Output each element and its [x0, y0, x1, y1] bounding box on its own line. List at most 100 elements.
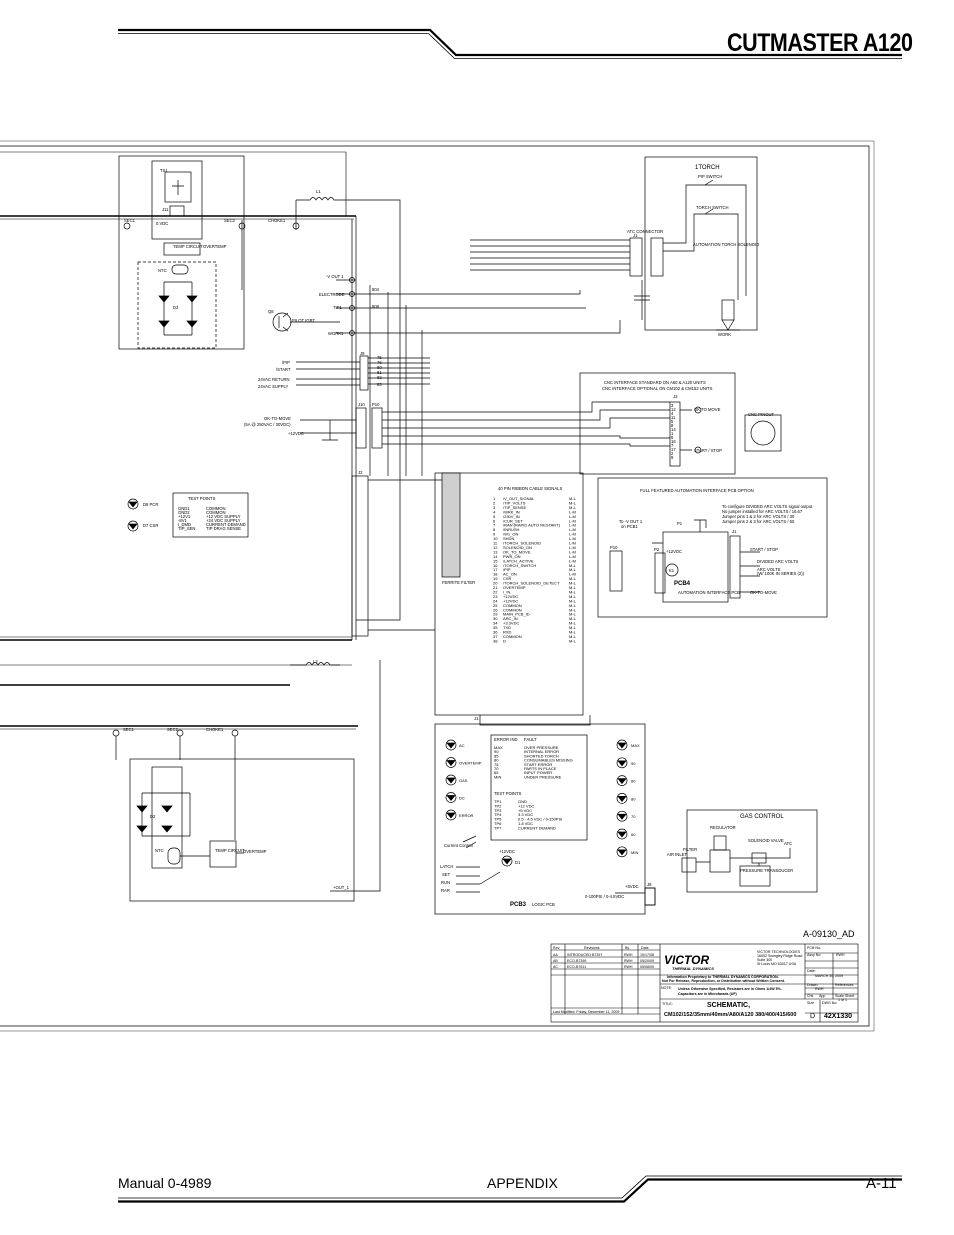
- svg-text:VICTOR: VICTOR: [664, 953, 709, 967]
- pcb3-error-indicator: 90: [494, 749, 499, 754]
- ribbon-signal-name: COMMON: [503, 603, 522, 608]
- svg-text:16052 Swingley Ridge Road: 16052 Swingley Ridge Road: [757, 954, 802, 958]
- svg-text:NOTE:: NOTE:: [661, 986, 672, 990]
- ribbon-pin-number: 35: [493, 625, 498, 630]
- ribbon-pin-number: 37: [493, 634, 498, 639]
- svg-text:COMMON: COMMON: [206, 510, 226, 515]
- pcb3-led-left-label: GAS: [459, 778, 468, 783]
- pcb3-error-fault: START ERROR: [524, 762, 552, 767]
- svg-text:PILOT IGBT: PILOT IGBT: [292, 318, 315, 323]
- pcb3-test-point-value: CURRENT DEMAND: [518, 825, 556, 830]
- ribbon-signal-direction: L-M: [569, 572, 576, 577]
- pcb3-test-point: TP6: [494, 821, 502, 826]
- svg-text:AA: AA: [553, 953, 558, 957]
- ribbon-signal-name: /TORCH_SOLENOID: [503, 541, 541, 546]
- pcb3-error-fault: INTERNAL ERROR: [524, 749, 559, 754]
- ribbon-signal-name: +12VDC: [503, 594, 518, 599]
- ribbon-pin-number: 8: [493, 527, 496, 532]
- svg-text:Size: Size: [807, 1001, 814, 1005]
- svg-text:3: 3: [671, 403, 674, 408]
- svg-text:D: D: [810, 1013, 815, 1020]
- svg-text:+12VDC: +12VDC: [666, 549, 682, 554]
- svg-text:804: 804: [372, 287, 380, 292]
- pcb3-error-indicator: 85: [494, 753, 499, 758]
- ribbon-signal-direction: L-M: [569, 558, 576, 563]
- svg-text:NTC: NTC: [158, 268, 167, 273]
- svg-text:24VAC SUPPLY: 24VAC SUPPLY: [258, 384, 289, 389]
- ribbon-signal-name: /W1_ON: [503, 532, 518, 537]
- svg-text:-8V1: -8V1: [178, 518, 188, 523]
- pcb3-led-right-diode: [617, 849, 627, 856]
- ribbon-pin-number: 11: [493, 541, 498, 546]
- svg-text:on PCB1: on PCB1: [621, 524, 638, 529]
- ribbon-signal-direction: M-L: [569, 500, 577, 505]
- svg-text:J9: J9: [360, 351, 365, 356]
- pcb3-test-point: TP7: [494, 825, 502, 830]
- svg-text:17: 17: [671, 447, 676, 452]
- svg-text:TIP_SEN: TIP_SEN: [178, 526, 195, 531]
- svg-text:LOGIC PCB: LOGIC PCB: [532, 902, 555, 907]
- ribbon-signal-direction: M-L: [569, 616, 577, 621]
- svg-text:+12V1: +12V1: [178, 514, 191, 519]
- pcb3-led-left-label: ERROR: [459, 813, 474, 818]
- svg-text:RUN: RUN: [441, 880, 450, 885]
- ribbon-signal-name: /V_OUT_SIGNAL: [503, 496, 535, 501]
- ribbon-signal-direction: M-L: [569, 594, 577, 599]
- svg-text:J10: J10: [358, 402, 365, 407]
- svg-text:GAS CONTROL: GAS CONTROL: [740, 814, 784, 820]
- svg-text:DWG No:: DWG No:: [822, 1001, 837, 1005]
- svg-text:Assy No:: Assy No:: [807, 953, 821, 957]
- svg-text:+12 VDC SUPPLY: +12 VDC SUPPLY: [206, 514, 241, 519]
- svg-text:(5A @ 250VAC / 30VDC): (5A @ 250VAC / 30VDC): [244, 422, 291, 427]
- pcb3-led-right-diode: [617, 742, 627, 749]
- ribbon-pin-number: 9: [493, 532, 496, 537]
- svg-text:75: 75: [377, 355, 382, 360]
- svg-text:VICTOR TECHNOLOGIES: VICTOR TECHNOLOGIES: [757, 950, 801, 954]
- ribbon-signal-direction: M-L: [569, 581, 577, 586]
- svg-text:I_DMD: I_DMD: [178, 522, 191, 527]
- ribbon-signal-direction: L-M: [569, 545, 576, 550]
- ribbon-pin-number: 30: [493, 616, 498, 621]
- ribbon-pin-number: 6: [493, 518, 496, 523]
- svg-text:TEMP CIRCUIT: TEMP CIRCUIT: [173, 244, 203, 249]
- svg-text:AC: AC: [553, 965, 558, 969]
- svg-text:0.VDC: 0.VDC: [156, 221, 168, 226]
- svg-text:OVERTEMP: OVERTEMP: [203, 244, 227, 249]
- svg-text:SOLENOID VALVE: SOLENOID VALVE: [748, 838, 784, 843]
- svg-text:CNC INTERFACE OPTIONAL ON CM10: CNC INTERFACE OPTIONAL ON CM102 & CM152 …: [602, 386, 713, 391]
- svg-text:ELECTRODE: ELECTRODE: [319, 292, 345, 297]
- ribbon-pin-number: 23: [493, 594, 498, 599]
- svg-text:SEC2: SEC2: [224, 218, 236, 223]
- svg-text:PCB4: PCB4: [674, 581, 691, 587]
- pcb3-led-left-diode: [446, 760, 456, 767]
- svg-text:J1: J1: [474, 716, 479, 721]
- lower-power-section: [0, 660, 381, 902]
- svg-text:SEC2: SEC2: [167, 727, 179, 732]
- ribbon-signal-name: AC_ON: [503, 572, 517, 577]
- svg-text:RAR: RAR: [441, 888, 450, 893]
- pcb4-labels: FULL FEATURED AUTOMATION INTERFACE PCB O…: [610, 488, 813, 595]
- svg-text:D8 PCR: D8 PCR: [143, 502, 158, 507]
- lower-labels: SEC1 SEC2 CHOKE1 L2 D2 NTC TEMP CIRCUIT …: [123, 659, 350, 890]
- pcb3-test-point-value: 1.8 VDC: [518, 821, 533, 826]
- pcb3-led-left-diode: [446, 742, 456, 749]
- ribbon-signal-direction: M-L: [569, 638, 577, 643]
- ribbon-signal-direction: M-L: [569, 603, 577, 608]
- svg-text:RWH: RWH: [815, 987, 824, 991]
- svg-text:By: By: [625, 946, 629, 950]
- svg-text:L2: L2: [313, 659, 318, 664]
- pcb3-led-left-label: AC: [459, 743, 465, 748]
- ribbon-signal-direction: M-L: [569, 607, 577, 612]
- svg-text:Jumper pins 1 & 2 for ARC VOLT: Jumper pins 1 & 2 for ARC VOLTS / 30: [722, 514, 795, 519]
- svg-text:PCB No:: PCB No:: [807, 946, 821, 950]
- svg-text:CNC INTERFACE STANDARD ON A60: CNC INTERFACE STANDARD ON A60 & A120 UNI…: [604, 380, 706, 385]
- pcb3-led-right-label: 80: [631, 796, 636, 801]
- drawing-border: [0, 140, 875, 1032]
- svg-text:1TORCH: 1TORCH: [695, 165, 720, 171]
- pcb3-error-indicator: MAX: [494, 745, 503, 750]
- ribbon-pin-number: 1: [493, 496, 496, 501]
- ribbon-pin-number: 34: [493, 621, 498, 626]
- svg-text:SEC1: SEC1: [123, 727, 135, 732]
- ribbon-pin-number: 26: [493, 607, 498, 612]
